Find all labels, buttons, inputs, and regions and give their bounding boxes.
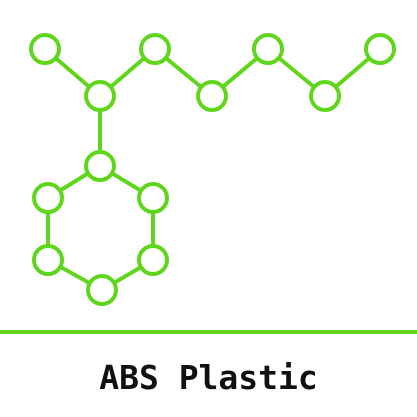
atom-2 bbox=[139, 33, 171, 65]
atom-6 bbox=[364, 33, 396, 65]
material-label: ABS Plastic bbox=[99, 358, 318, 397]
atom-11 bbox=[137, 244, 169, 276]
atom-3 bbox=[196, 80, 228, 112]
atom-4 bbox=[252, 33, 284, 65]
divider bbox=[0, 330, 417, 334]
atom-5 bbox=[309, 80, 341, 112]
atom-12 bbox=[86, 274, 118, 306]
atom-9 bbox=[137, 182, 169, 214]
atom-8 bbox=[32, 182, 64, 214]
atom-0 bbox=[29, 33, 61, 65]
atom-7 bbox=[84, 150, 116, 182]
atom-10 bbox=[32, 244, 64, 276]
atom-1 bbox=[84, 80, 116, 112]
molecule-diagram bbox=[29, 33, 396, 306]
